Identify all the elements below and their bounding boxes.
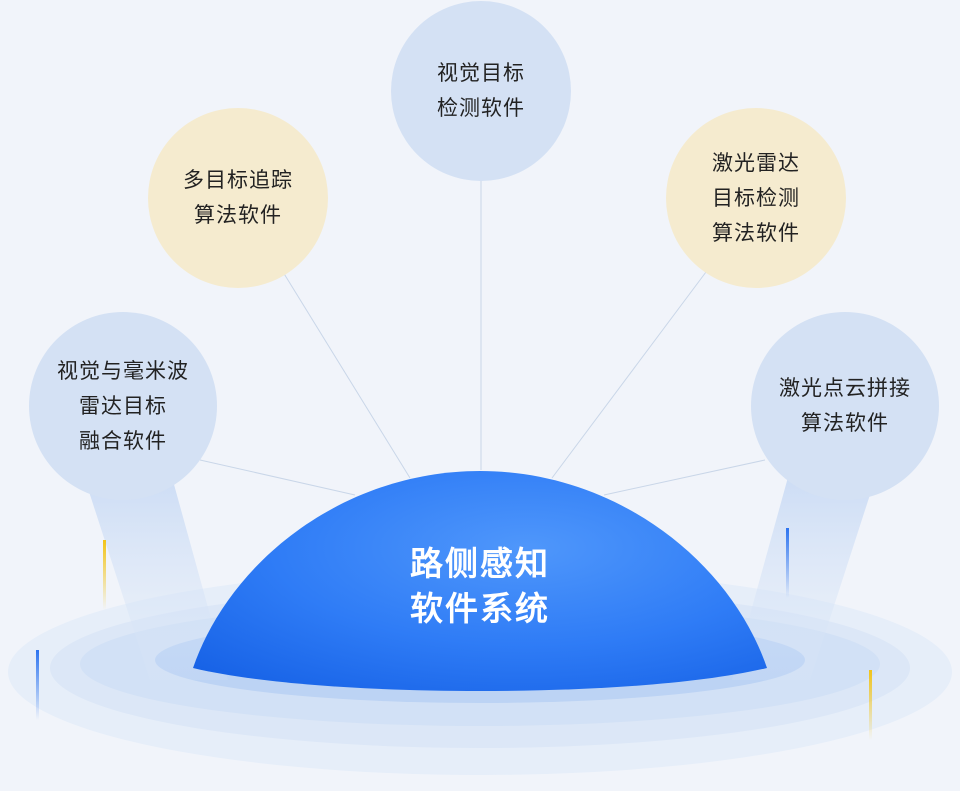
node-lidar-line-1: 激光雷达 [712, 150, 800, 175]
node-fusion-line-1: 视觉与毫米波 [57, 358, 189, 383]
center-title-line-2: 软件系统 [410, 589, 550, 628]
center-title: 路侧感知 软件系统 [330, 541, 630, 631]
connector-point-cloud [603, 459, 766, 496]
light-beam-right [732, 470, 878, 680]
connector-fusion [199, 459, 356, 496]
accent-tick-yellow-left [103, 540, 106, 610]
center-dome [193, 471, 767, 691]
node-visual-line-2: 检测软件 [437, 96, 525, 120]
node-lidar-line-2: 目标检测 [712, 185, 800, 210]
node-lidar-line-3: 算法软件 [712, 220, 800, 245]
node-point-cloud-stitching: 激光点云拼接 算法软件 [751, 312, 939, 500]
node-lidar-detection: 激光雷达 目标检测 算法软件 [666, 108, 846, 288]
node-visual-detection: 视觉目标 检测软件 [391, 1, 571, 181]
node-mot-line-2: 算法软件 [194, 203, 282, 227]
accent-tick-blue-left [36, 650, 39, 720]
light-beam-left [82, 470, 228, 680]
node-stitch-line-1: 激光点云拼接 [779, 376, 911, 400]
center-title-line-1: 路侧感知 [410, 544, 550, 583]
connector-multi-object-tracking [282, 271, 411, 479]
node-stitch-line-2: 算法软件 [801, 411, 889, 435]
node-mot-line-1: 多目标追踪 [183, 168, 293, 192]
node-fusion-line-2: 雷达目标 [79, 393, 167, 418]
node-fusion-line-3: 融合软件 [79, 428, 167, 453]
connector-lidar [551, 271, 707, 479]
node-visual-line-1: 视觉目标 [437, 61, 525, 85]
accent-tick-yellow-right [869, 670, 872, 740]
accent-tick-blue-right [786, 528, 789, 598]
node-vision-radar-fusion: 视觉与毫米波 雷达目标 融合软件 [29, 312, 217, 500]
node-multi-object-tracking: 多目标追踪 算法软件 [148, 108, 328, 288]
